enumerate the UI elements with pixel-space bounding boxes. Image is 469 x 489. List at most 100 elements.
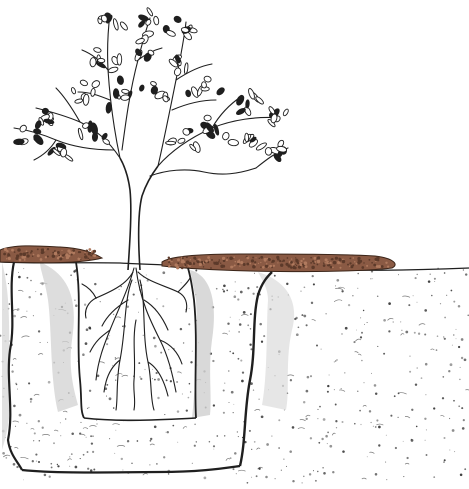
mulch-grain: [262, 266, 265, 269]
mulch-grain: [273, 260, 275, 262]
leaf: [228, 139, 239, 146]
soil-speck: [398, 392, 400, 394]
soil-speck: [375, 473, 378, 476]
soil-stroke: [362, 478, 367, 479]
soil-speck: [463, 419, 465, 421]
soil-speck: [327, 391, 329, 393]
soil-speck: [12, 364, 13, 365]
soil-speck: [188, 323, 190, 325]
pit-shading: [2, 262, 294, 450]
soil-speck: [186, 409, 188, 411]
soil-speck: [329, 374, 330, 375]
mulch-grain: [182, 257, 184, 259]
mulch-grain: [264, 260, 265, 261]
soil-speck: [119, 289, 120, 290]
soil-speck: [213, 445, 215, 447]
soil-speck: [74, 299, 75, 300]
soil-speck: [433, 407, 435, 409]
soil-stroke: [89, 426, 96, 427]
soil-speck: [213, 404, 215, 406]
mulch-grain: [371, 262, 373, 264]
mulch-grain: [317, 264, 319, 266]
soil-speck: [30, 280, 32, 282]
soil-speck: [278, 419, 280, 421]
soil-speck: [106, 343, 108, 345]
soil-speck: [57, 464, 58, 465]
mulch-grain: [234, 264, 236, 266]
mulch-grain: [376, 256, 379, 259]
mulch-grain: [26, 250, 28, 252]
soil-speck: [250, 313, 252, 315]
soil-speck: [5, 457, 7, 459]
soil-speck: [286, 283, 288, 285]
soil-speck: [237, 431, 238, 432]
soil-speck: [247, 287, 249, 289]
soil-speck: [336, 359, 337, 360]
mulch-grain: [32, 255, 33, 256]
soil-speck: [86, 437, 87, 438]
soil-speck: [228, 370, 229, 371]
mulch-grain: [293, 267, 296, 270]
soil-speck: [17, 389, 18, 390]
soil-speck: [336, 279, 339, 282]
soil-speck: [378, 426, 381, 429]
mulch-grain: [368, 259, 370, 261]
soil-speck: [223, 290, 225, 292]
soil-speck: [453, 301, 455, 303]
soil-speck: [139, 376, 140, 377]
soil-speck: [442, 397, 444, 399]
mulch-grain: [331, 259, 333, 261]
soil-speck: [363, 310, 364, 311]
mulch-grain: [287, 257, 289, 259]
soil-speck: [150, 440, 152, 442]
soil-speck: [367, 322, 368, 323]
soil-speck: [53, 442, 55, 444]
mulch-grain: [363, 262, 364, 263]
soil-speck: [166, 432, 167, 433]
soil-speck: [231, 391, 234, 394]
leaf: [83, 94, 90, 105]
soil-speck: [465, 273, 467, 275]
soil-speck: [383, 353, 385, 355]
mulch-grain: [227, 257, 228, 258]
mulch-grain: [291, 258, 292, 259]
soil-speck: [251, 449, 252, 450]
mulch-grain: [233, 256, 235, 258]
soil-speck: [449, 418, 450, 419]
soil-speck: [462, 427, 465, 430]
soil-speck: [306, 390, 309, 393]
soil-speck: [38, 420, 40, 422]
mulch-grain: [235, 261, 237, 263]
soil-stroke: [3, 455, 10, 457]
soil-speck: [394, 395, 396, 397]
soil-speck: [325, 435, 328, 438]
soil-stroke: [402, 296, 410, 297]
soil-speck: [424, 418, 426, 420]
soil-speck: [360, 424, 361, 425]
leaf: [33, 128, 41, 134]
leaf: [121, 94, 130, 100]
soil-speck: [235, 281, 236, 282]
soil-speck: [140, 378, 142, 380]
soil-speck: [192, 463, 193, 464]
soil-speck: [239, 319, 240, 320]
mulch-grain: [175, 263, 178, 266]
leaf: [78, 128, 84, 140]
soil-speck: [409, 356, 410, 357]
soil-speck: [428, 280, 431, 283]
soil-speck: [416, 367, 418, 369]
soil-speck: [458, 346, 460, 348]
soil-speck: [464, 358, 467, 361]
mulch-grain: [246, 257, 248, 259]
mulch-grain: [71, 254, 73, 256]
soil-speck: [49, 476, 51, 478]
mulch-grain: [373, 264, 376, 267]
soil-speck: [154, 426, 157, 429]
soil-speck: [87, 408, 88, 409]
soil-speck: [223, 284, 226, 287]
soil-stroke: [335, 288, 343, 289]
soil-speck: [88, 407, 89, 408]
soil-speck: [254, 441, 256, 443]
soil-speck: [122, 326, 123, 327]
